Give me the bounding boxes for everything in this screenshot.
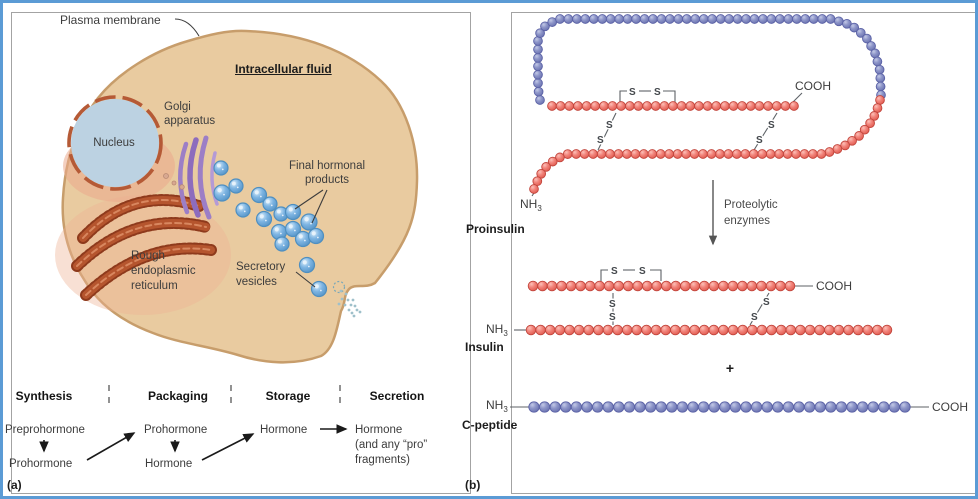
prohormone-label-1: Prohormone <box>9 458 73 470</box>
stage-packaging: Packaging <box>147 389 209 403</box>
stage-secretion: Secretion <box>369 389 425 403</box>
panel-a-frame <box>11 12 471 494</box>
hormone-label-1: Hormone <box>145 458 193 470</box>
proinsulin-cooh-label: COOH <box>795 79 831 93</box>
stage-storage: Storage <box>265 389 311 403</box>
hormone-label-2: Hormone <box>260 424 308 436</box>
hormone-label-3: Hormone <box>355 424 403 436</box>
preprohormone-label: Preprohormone <box>5 424 85 436</box>
intracellular-fluid-label: Intracellular fluid <box>235 62 332 76</box>
proteolytic-enzymes-label: Proteolytic enzymes <box>724 199 778 227</box>
secretory-vesicles-label: Secretory vesicles <box>236 261 286 288</box>
proinsulin-nh3-label: NH3 <box>520 197 542 213</box>
nucleus-label: Nucleus <box>93 137 135 149</box>
insulin-label: Insulin <box>465 340 504 354</box>
proinsulin-label: Proinsulin <box>466 222 525 236</box>
c-peptide-cooh-label: COOH <box>932 400 968 414</box>
secretion-note-line2: fragments) <box>355 454 410 466</box>
insulin-nh3-label: NH3 <box>486 322 508 338</box>
insulin-cooh-label: COOH <box>816 279 852 293</box>
panel-a-tag: (a) <box>7 478 22 492</box>
prohormone-label-2: Prohormone <box>144 424 208 436</box>
c-peptide-nh3-label: NH3 <box>486 398 508 414</box>
rough-er-label: Rough endoplasmic reticulum <box>131 250 196 292</box>
golgi-apparatus-label: Golgi apparatus <box>164 101 216 127</box>
panel-b-frame <box>511 12 975 494</box>
secretion-note-line1: (and any “pro” <box>355 439 428 451</box>
panel-b-tag: (b) <box>465 478 481 492</box>
plasma-membrane-label: Plasma membrane <box>60 13 161 27</box>
stage-synthesis: Synthesis <box>15 389 73 403</box>
plus-sign: + <box>725 360 735 376</box>
c-peptide-label: C-peptide <box>462 418 518 432</box>
final-hormonal-products-label: Final hormonal products <box>288 160 366 186</box>
